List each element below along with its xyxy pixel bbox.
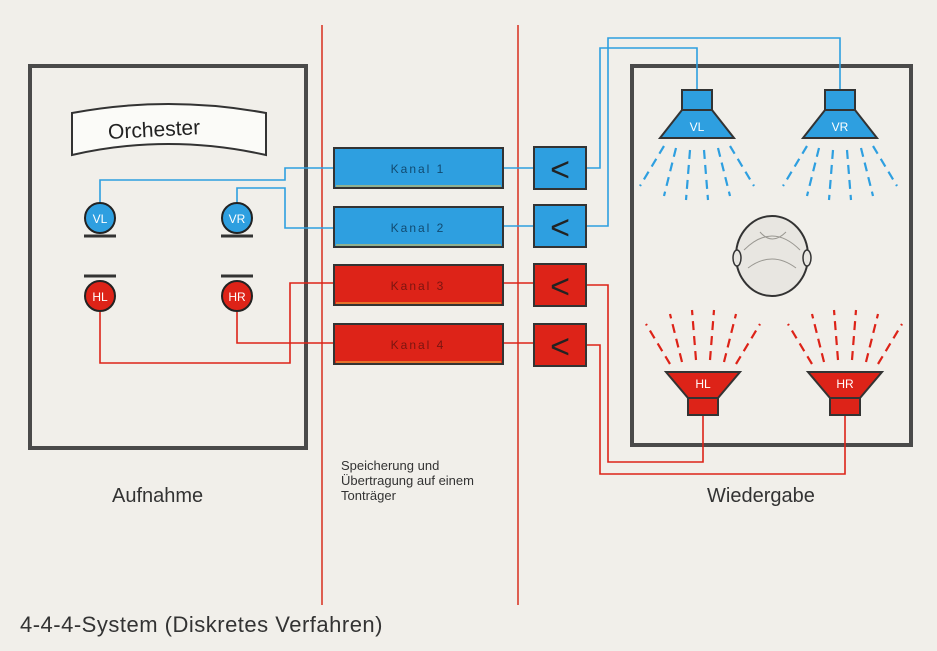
playback-label: Wiedergabe [707, 485, 815, 507]
wire-mic-hr [236, 312, 334, 344]
mic-hr-label: HR [228, 290, 246, 304]
speaker-vl-label: VL [690, 120, 705, 134]
recording-label: Aufnahme [112, 485, 203, 507]
amplifier-2: < [533, 204, 587, 248]
orchestra-label: Orchester [107, 116, 200, 144]
wire-amp1-speaker-vl [586, 47, 698, 169]
wire-mic-vl [99, 167, 334, 205]
speaker-vr: VR [782, 89, 898, 201]
speaker-hr-sound-waves [787, 309, 903, 365]
channel-4: Kanal 4 [333, 323, 504, 365]
rear-wiring [99, 282, 846, 475]
amplifier-3: < [533, 263, 587, 307]
amplifier-4: < [533, 323, 587, 367]
channel-2-label: Kanal 2 [391, 221, 446, 235]
mic-hr: HR [221, 274, 253, 312]
speaker-hr: HR [787, 309, 903, 416]
mic-vr: VR [221, 202, 253, 238]
mic-hl-label: HL [92, 290, 108, 304]
wire-mic-hl [99, 282, 334, 364]
amplifier-2-symbol: < [550, 209, 570, 247]
front-wiring [99, 37, 841, 229]
channel-3: Kanal 3 [333, 264, 504, 306]
mic-hl: HL [84, 274, 116, 312]
channel-2: Kanal 2 [333, 206, 504, 248]
amplifier-1: < [533, 146, 587, 190]
amplifier-3-symbol: < [550, 268, 570, 306]
figure-caption: 4-4-4-System (Diskretes Verfahren) [20, 612, 383, 637]
amplifier-4-symbol: < [550, 328, 570, 366]
wire-amp2-speaker-vr [586, 37, 841, 227]
speaker-vl: VL [639, 89, 755, 201]
amplifier-1-symbol: < [550, 151, 570, 189]
speaker-vr-label: VR [832, 120, 849, 134]
mic-vr-label: VR [229, 212, 246, 226]
wire-mic-vr [236, 187, 334, 229]
wire-amp4-speaker-hr [586, 344, 846, 475]
speaker-hr-label: HR [836, 377, 854, 391]
channel-4-label: Kanal 4 [391, 338, 446, 352]
transfer-note: Speicherung und Übertragung auf einem To… [341, 458, 474, 503]
playback-room-frame [630, 64, 913, 447]
speaker-hl: HL [645, 309, 761, 416]
speaker-vr-sound-waves [782, 145, 898, 201]
wire-amp3-speaker-hl [586, 284, 704, 463]
speaker-vl-sound-waves [639, 145, 755, 201]
recording-room-frame [28, 64, 308, 450]
channel-3-label: Kanal 3 [391, 279, 446, 293]
speaker-hl-label: HL [695, 377, 711, 391]
channel-1: Kanal 1 [333, 147, 504, 189]
mic-vl-label: VL [93, 212, 108, 226]
mic-vl: VL [84, 202, 116, 238]
channel-1-label: Kanal 1 [391, 162, 446, 176]
listener-head [732, 215, 812, 297]
orchestra-stage [71, 103, 267, 157]
speaker-hl-sound-waves [645, 309, 761, 365]
